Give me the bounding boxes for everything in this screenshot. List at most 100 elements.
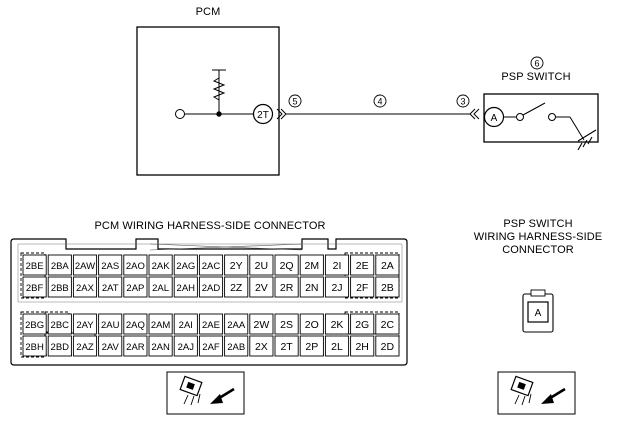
pin-cell (299, 276, 324, 298)
pin-label: 2AS (101, 261, 119, 272)
pin-cell (98, 335, 123, 357)
pin-label: 2BB (51, 283, 69, 294)
pin-cell (375, 313, 400, 335)
pin-cell (249, 276, 274, 298)
pin-cell (324, 276, 350, 298)
pin-cell (72, 276, 98, 298)
pin-cell (198, 313, 224, 335)
callout-5: 5 (288, 94, 302, 108)
callout-3: 3 (456, 94, 470, 108)
pin-label: 2Q (280, 260, 294, 272)
pin-cell (22, 313, 47, 335)
pin-cell (123, 254, 148, 276)
pin-label: 2AB (227, 342, 245, 353)
pin-label: 2I (333, 260, 342, 272)
pin-cell (98, 276, 123, 298)
pin-label: 2M (305, 260, 320, 272)
pin-cell (350, 276, 375, 298)
pin-label: 2AD (202, 283, 221, 294)
pin-cell (299, 254, 324, 276)
pin-label: 2L (331, 341, 343, 353)
pin-cell (249, 313, 274, 335)
psp-connector-chevron (469, 108, 480, 120)
pin-label: 2AW (75, 261, 95, 272)
pin-label: 2C (381, 319, 395, 331)
pin-cell (274, 335, 299, 357)
pin-label: 2AK (152, 261, 171, 272)
pin-label: 2H (355, 341, 368, 353)
psp-connector-title-line-2: WIRING HARNESS-SIDE (473, 231, 603, 243)
pin-label: 2P (305, 341, 318, 353)
svg-text:A: A (535, 308, 542, 319)
pin-label: 2AJ (178, 342, 195, 353)
pin-label: 2AN (151, 342, 170, 353)
pin-label: 2W (254, 319, 270, 331)
pin-cell (375, 254, 400, 276)
pin-cell (98, 254, 123, 276)
pin-cell (224, 276, 249, 298)
pin-cell (148, 276, 173, 298)
pin-label: 2X (255, 341, 268, 353)
pin-cell (350, 335, 375, 357)
pin-cell (22, 276, 47, 298)
pin-cell (350, 313, 375, 335)
pin-label: 2AE (202, 320, 220, 331)
pin-label: 2A (381, 260, 394, 272)
pin-label: 2AY (76, 320, 94, 331)
pin-cell (324, 254, 350, 276)
pin-cell (47, 276, 72, 298)
svg-text:5: 5 (292, 97, 297, 107)
psp-connector-view-icon (497, 371, 576, 415)
pin-label: 2AR (126, 342, 145, 353)
pin-cell (224, 254, 249, 276)
pin-label: 2AT (102, 283, 119, 294)
callout-4: 4 (373, 94, 387, 108)
pin-cell (173, 276, 198, 298)
pcm-connector-housing (10, 238, 408, 366)
svg-text:3: 3 (460, 97, 465, 107)
pin-cell (274, 313, 299, 335)
pin-cell (72, 313, 98, 335)
pin-label: 2T (280, 341, 293, 353)
pin-label: 2Z (230, 282, 243, 294)
pin-cell (123, 276, 148, 298)
psp-switch-contact (503, 102, 585, 141)
pcm-terminal: 2T (252, 103, 274, 125)
pin-cell (72, 254, 98, 276)
pin-label: 2AU (101, 320, 120, 331)
pin-label: 2K (331, 319, 344, 331)
pcm-label: PCM (195, 6, 221, 18)
pin-cell (47, 313, 72, 335)
pin-cell (198, 335, 224, 357)
pcm-internal-circuit (175, 69, 254, 119)
pin-label: 2E (356, 260, 369, 272)
pin-cell (375, 276, 400, 298)
pin-label: 2R (280, 282, 294, 294)
pin-label: 2O (305, 319, 319, 331)
pin-label: 2BH (25, 342, 44, 353)
pin-cell (173, 254, 198, 276)
pin-cell (324, 335, 350, 357)
pin-cell (224, 313, 249, 335)
pin-label: 2AM (151, 320, 171, 331)
pin-label: 2BF (26, 283, 44, 294)
pin-label: 2AC (202, 261, 221, 272)
pin-label: 2BA (51, 261, 70, 272)
pin-cell (173, 335, 198, 357)
pin-label: 2AP (126, 283, 144, 294)
pin-cell (324, 313, 350, 335)
pin-label: 2D (381, 341, 395, 353)
pin-label: 2BE (26, 261, 44, 272)
pin-label: 2BD (51, 342, 70, 353)
psp-connector-title-line-1: PSP SWITCH (503, 218, 573, 230)
pin-cell (148, 335, 173, 357)
pin-cell (350, 254, 375, 276)
pin-cell (274, 276, 299, 298)
pin-cell (249, 254, 274, 276)
pin-label: 2N (305, 282, 318, 294)
pin-cell (274, 254, 299, 276)
pin-cell (299, 313, 324, 335)
pin-cell (148, 254, 173, 276)
psp-terminal: A (483, 106, 505, 128)
pin-cell (249, 335, 274, 357)
